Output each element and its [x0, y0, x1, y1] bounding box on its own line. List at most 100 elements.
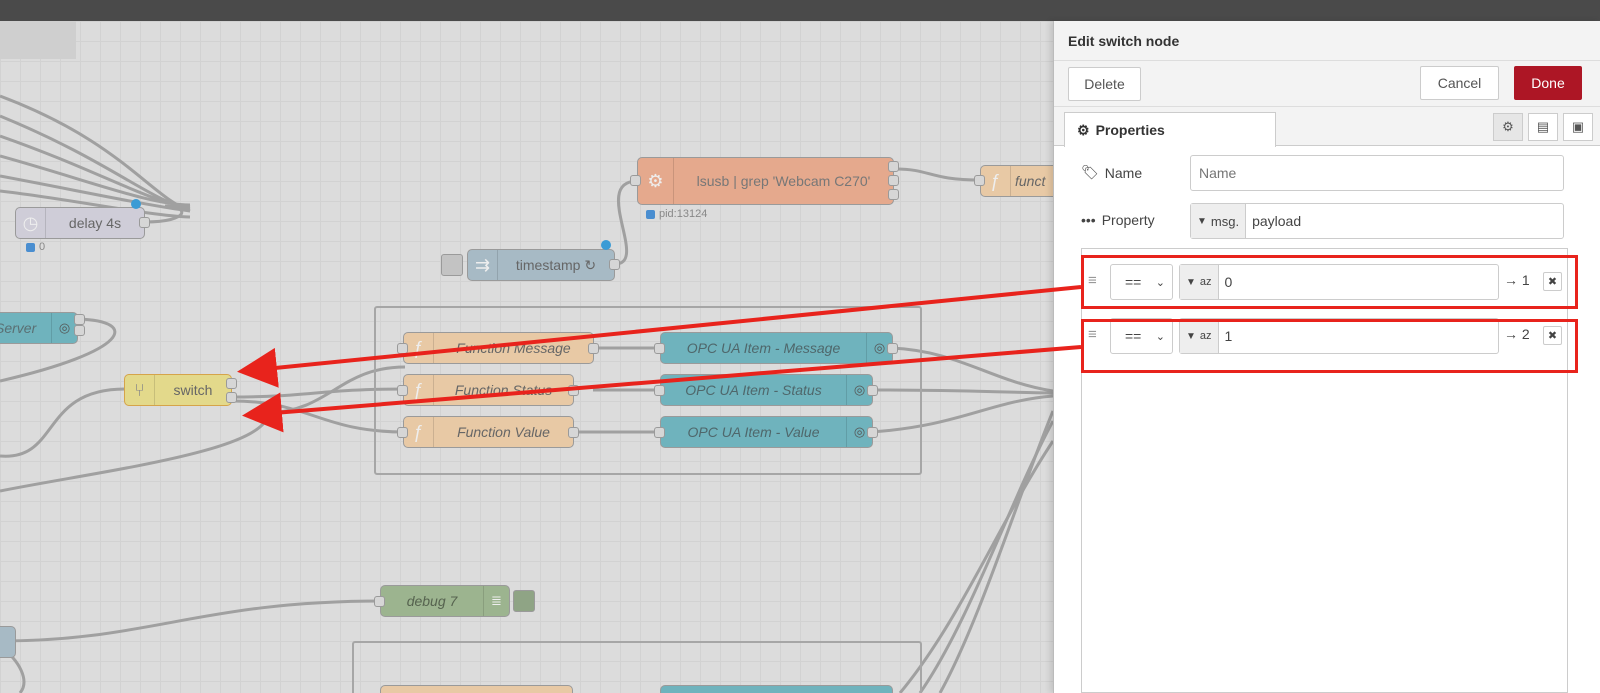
output-port[interactable]	[867, 427, 878, 438]
exec-node[interactable]: ⚙ lsusb | grep 'Webcam C270'	[637, 157, 894, 205]
opcua-server-node[interactable]: Server ◎	[0, 312, 78, 344]
function-node-message[interactable]: ƒ Function Message	[403, 332, 594, 364]
input-port[interactable]	[654, 427, 665, 438]
input-port[interactable]	[654, 343, 665, 354]
output-port-2[interactable]	[226, 392, 237, 403]
output-port[interactable]	[139, 217, 150, 228]
input-port[interactable]	[974, 175, 985, 186]
name-field[interactable]	[1190, 155, 1564, 191]
output-port-1[interactable]	[226, 378, 237, 389]
annotation-box-rule-1	[1081, 255, 1578, 309]
node-group-lower[interactable]	[352, 641, 922, 693]
rule-operator-select[interactable]: ==⌄	[1110, 318, 1173, 354]
exec-status: pid:13124	[646, 208, 707, 220]
input-port[interactable]	[630, 175, 641, 186]
delay-node-label: delay 4s	[68, 215, 122, 231]
opcua-item-node-partial-bottom[interactable]	[660, 685, 893, 693]
opcua-node-label: OPC UA Item - Value	[687, 424, 820, 440]
changed-indicator	[131, 199, 141, 209]
opcua-icon: ◎	[51, 313, 77, 343]
rule-type-selector[interactable]: ▼az	[1180, 265, 1219, 299]
opcua-item-node-message[interactable]: OPC UA Item - Message ◎	[660, 332, 893, 364]
delete-button[interactable]: Delete	[1068, 67, 1141, 101]
chevron-down-icon: ⌄	[1155, 330, 1165, 343]
rule-value-field[interactable]: ▼az 0	[1179, 264, 1499, 300]
top-header-bar	[0, 0, 1600, 21]
debug-icon: ≣	[483, 586, 509, 616]
function-icon: ƒ	[404, 375, 434, 405]
output-port[interactable]	[74, 325, 85, 336]
opcua-icon: ◎	[846, 417, 872, 447]
output-port[interactable]	[888, 175, 899, 186]
function-node-partial[interactable]: ƒ funct	[980, 165, 1053, 197]
description-icon[interactable]: ▤	[1528, 113, 1558, 141]
function-node-label: Function Value	[457, 424, 550, 440]
switch-node[interactable]: ⑂ switch	[124, 374, 232, 406]
property-field[interactable]: ▼ msg. payload	[1190, 203, 1564, 239]
output-port[interactable]	[588, 343, 599, 354]
node-partial-left[interactable]	[0, 626, 16, 658]
output-port[interactable]	[74, 314, 85, 325]
input-port[interactable]	[397, 427, 408, 438]
input-port[interactable]	[397, 343, 408, 354]
input-port[interactable]	[397, 385, 408, 396]
inject-icon: ⇉	[468, 250, 498, 280]
function-node-value[interactable]: ƒ Function Value	[403, 416, 574, 448]
gear-icon: ⚙	[638, 158, 674, 204]
settings-icon[interactable]: ⚙	[1493, 113, 1523, 141]
function-icon: ƒ	[981, 166, 1011, 196]
output-port[interactable]	[568, 427, 579, 438]
rule-output: → 2	[1504, 326, 1530, 342]
done-button[interactable]: Done	[1514, 66, 1582, 100]
annotation-box-rule-2	[1081, 319, 1578, 373]
inject-node[interactable]: ⇉ timestamp ↻	[467, 249, 615, 281]
edit-node-panel: Edit switch node Delete Cancel Done ⚙ Pr…	[1053, 21, 1600, 693]
panel-tabs: ⚙ Properties ⚙ ▤ ▣	[1054, 107, 1600, 147]
opcua-node-label: OPC UA Item - Status	[685, 382, 822, 398]
flow-canvas[interactable]: ◷ delay 4s 0 ⚙ lsusb | grep 'Webcam C270…	[0, 21, 1053, 693]
drag-handle-icon[interactable]: ≡	[1088, 272, 1097, 289]
opcua-item-node-status[interactable]: OPC UA Item - Status ◎	[660, 374, 873, 406]
tab-properties[interactable]: ⚙ Properties	[1064, 112, 1276, 147]
input-port[interactable]	[374, 596, 385, 607]
debug-node[interactable]: debug 7 ≣	[380, 585, 510, 617]
close-icon[interactable]: ✖	[1543, 272, 1562, 291]
rule-type-selector[interactable]: ▼az	[1180, 319, 1219, 353]
property-type-selector[interactable]: ▼ msg.	[1191, 204, 1247, 238]
delay-node[interactable]: ◷ delay 4s	[15, 207, 145, 239]
appearance-icon[interactable]: ▣	[1563, 113, 1593, 141]
delay-status: 0	[26, 241, 45, 253]
output-port[interactable]	[867, 385, 878, 396]
property-label: Property	[1101, 212, 1155, 228]
chevron-down-icon: ▼	[1197, 215, 1207, 227]
output-port[interactable]	[887, 343, 898, 354]
inject-button[interactable]	[441, 254, 463, 276]
function-node-partial-bottom[interactable]	[380, 685, 573, 693]
rule-value: 0	[1224, 274, 1233, 290]
opcua-item-node-value[interactable]: OPC UA Item - Value ◎	[660, 416, 873, 448]
server-node-label: Server	[0, 320, 37, 336]
name-input[interactable]	[1191, 165, 1563, 181]
function-icon: ƒ	[404, 417, 434, 447]
output-port[interactable]	[888, 189, 899, 200]
ellipsis-icon: •••	[1081, 212, 1096, 228]
inject-node-label: timestamp ↻	[515, 256, 597, 273]
cancel-button[interactable]: Cancel	[1420, 66, 1499, 100]
drag-handle-icon[interactable]: ≡	[1088, 326, 1097, 343]
function-node-status[interactable]: ƒ Function Status	[403, 374, 574, 406]
name-row: 🏷 Name	[1081, 164, 1142, 181]
rule-operator-select[interactable]: ==⌄	[1110, 264, 1173, 300]
debug-toggle[interactable]	[513, 590, 535, 612]
output-port[interactable]	[609, 259, 620, 270]
rule-output: → 1	[1504, 272, 1530, 288]
rule-value-field[interactable]: ▼az 1	[1179, 318, 1499, 354]
input-port[interactable]	[654, 385, 665, 396]
panel-toolbar: Delete Cancel Done	[1054, 61, 1600, 107]
output-port[interactable]	[888, 161, 899, 172]
flow-tab[interactable]	[0, 21, 76, 59]
property-value: payload	[1252, 213, 1302, 229]
close-icon[interactable]: ✖	[1543, 326, 1562, 345]
output-port[interactable]	[568, 385, 579, 396]
function-node-label: Function Message	[456, 340, 571, 356]
exec-node-label: lsusb | grep 'Webcam C270'	[696, 173, 871, 189]
